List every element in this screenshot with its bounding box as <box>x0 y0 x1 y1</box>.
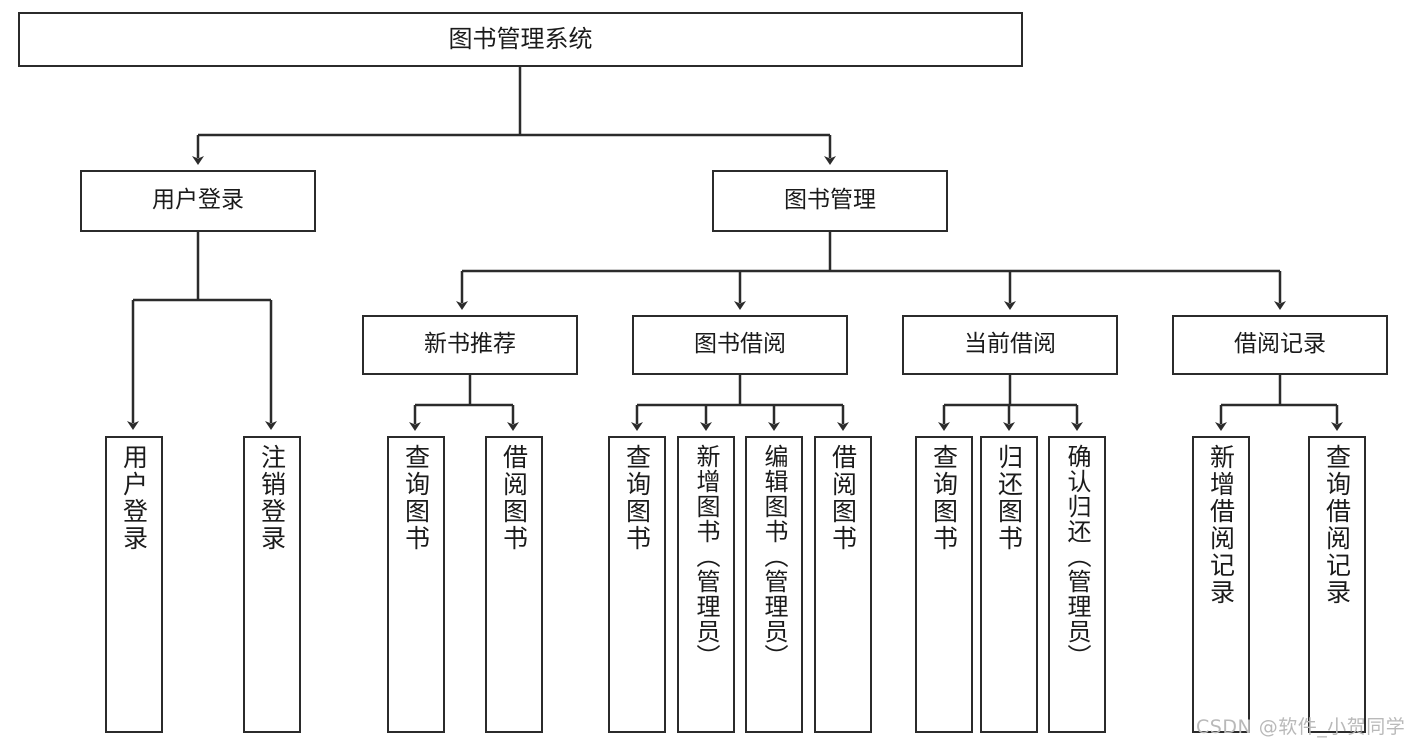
node-label: 查询图书 <box>401 444 431 552</box>
leaf-query-book-recommendation[interactable]: 查询图书 <box>387 436 445 733</box>
node-label: 图书管理 <box>784 187 876 214</box>
node-current-borrowing[interactable]: 当前借阅 <box>902 315 1118 375</box>
node-label: 借阅记录 <box>1234 331 1326 358</box>
node-label: 当前借阅 <box>964 331 1056 358</box>
leaf-query-book-current[interactable]: 查询图书 <box>915 436 973 733</box>
leaf-borrow-book-borrowing[interactable]: 借阅图书 <box>814 436 872 733</box>
node-book-borrowing[interactable]: 图书借阅 <box>632 315 848 375</box>
node-label: 用户登录 <box>152 187 244 214</box>
node-book-management[interactable]: 图书管理 <box>712 170 948 232</box>
node-label: 新增图书（管理员） <box>692 444 720 669</box>
node-label: 注销登录 <box>257 444 287 552</box>
node-new-book-recommendation[interactable]: 新书推荐 <box>362 315 578 375</box>
node-user-login[interactable]: 用户登录 <box>80 170 316 232</box>
watermark: CSDN @软件_小贺同学 <box>1196 716 1405 738</box>
node-label: 图书管理系统 <box>448 25 593 54</box>
node-root[interactable]: 图书管理系统 <box>18 12 1023 67</box>
leaf-logout[interactable]: 注销登录 <box>243 436 301 733</box>
node-label: 归还图书 <box>994 444 1024 552</box>
node-borrow-records[interactable]: 借阅记录 <box>1172 315 1388 375</box>
leaf-add-book-admin[interactable]: 新增图书（管理员） <box>677 436 735 733</box>
leaf-user-login[interactable]: 用户登录 <box>105 436 163 733</box>
node-label: 新书推荐 <box>424 331 516 358</box>
node-label: 图书借阅 <box>694 331 786 358</box>
node-label: 编辑图书（管理员） <box>760 444 788 669</box>
leaf-add-borrow-record[interactable]: 新增借阅记录 <box>1192 436 1250 733</box>
leaf-borrow-book-recommendation[interactable]: 借阅图书 <box>485 436 543 733</box>
node-label: 新增借阅记录 <box>1206 444 1236 606</box>
node-label: 查询图书 <box>929 444 959 552</box>
node-label: 查询图书 <box>622 444 652 552</box>
node-label: 借阅图书 <box>499 444 529 552</box>
node-label: 确认归还（管理员） <box>1063 444 1091 669</box>
node-label: 借阅图书 <box>828 444 858 552</box>
leaf-confirm-return-admin[interactable]: 确认归还（管理员） <box>1048 436 1106 733</box>
node-label: 查询借阅记录 <box>1322 444 1352 606</box>
leaf-return-book[interactable]: 归还图书 <box>980 436 1038 733</box>
leaf-query-borrow-record[interactable]: 查询借阅记录 <box>1308 436 1366 733</box>
node-label: 用户登录 <box>119 444 149 552</box>
leaf-edit-book-admin[interactable]: 编辑图书（管理员） <box>745 436 803 733</box>
leaf-query-book-borrowing[interactable]: 查询图书 <box>608 436 666 733</box>
